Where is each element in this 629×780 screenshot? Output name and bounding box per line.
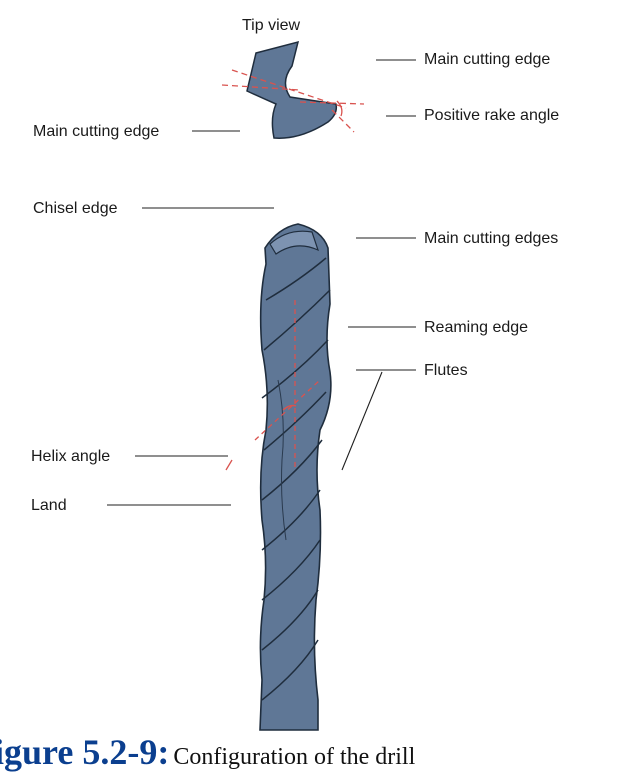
flute-6: [261, 489, 321, 551]
tip-rake-dash-2: [221, 84, 301, 91]
drill-tip-face: [269, 230, 320, 255]
label-helix-angle: Helix angle: [31, 448, 111, 465]
tip-rake-dash-1: [231, 69, 347, 109]
label-positive-rake-angle: Positive rake angle: [424, 107, 560, 124]
drill-outline: [259, 223, 332, 731]
label-reaming-edge: Reaming edge: [424, 319, 529, 336]
tip-rake-dash-3: [299, 101, 365, 105]
flute-1: [265, 257, 327, 301]
caption-number: igure 5.2-9:: [0, 732, 170, 772]
helix-angle-tick-left: [225, 459, 233, 471]
flute-2: [263, 289, 331, 351]
figure-caption: igure 5.2-9: Configuration of the drill: [0, 734, 415, 770]
flute-7: [261, 539, 321, 601]
helix-angle-arc: [282, 404, 297, 411]
caption-text: Configuration of the drill: [173, 744, 416, 770]
flute-9: [261, 639, 319, 701]
label-tip-view: Tip view: [242, 17, 301, 34]
drill-body: [225, 223, 332, 731]
flute-3: [261, 339, 329, 399]
label-main-cutting-edges: Main cutting edges: [424, 230, 559, 247]
tip-rake-dash-4: [331, 109, 355, 133]
land-edge: [277, 379, 287, 541]
rake-angle-arc: [336, 100, 343, 117]
flute-8: [261, 589, 319, 651]
label-chisel-edge: Chisel edge: [33, 200, 118, 217]
label-flutes: Flutes: [424, 362, 468, 379]
flute-4: [263, 391, 327, 451]
helix-angle-dash: [254, 379, 321, 441]
label-main-cutting-edge-left: Main cutting edge: [33, 123, 160, 140]
label-main-cutting-edge-upper: Main cutting edge: [424, 51, 551, 68]
leader-lines: [107, 59, 416, 506]
tip-view-cross-section: [221, 40, 365, 139]
label-land: Land: [31, 497, 67, 514]
leader-flutes-b: [341, 371, 383, 471]
flute-5: [261, 439, 323, 501]
